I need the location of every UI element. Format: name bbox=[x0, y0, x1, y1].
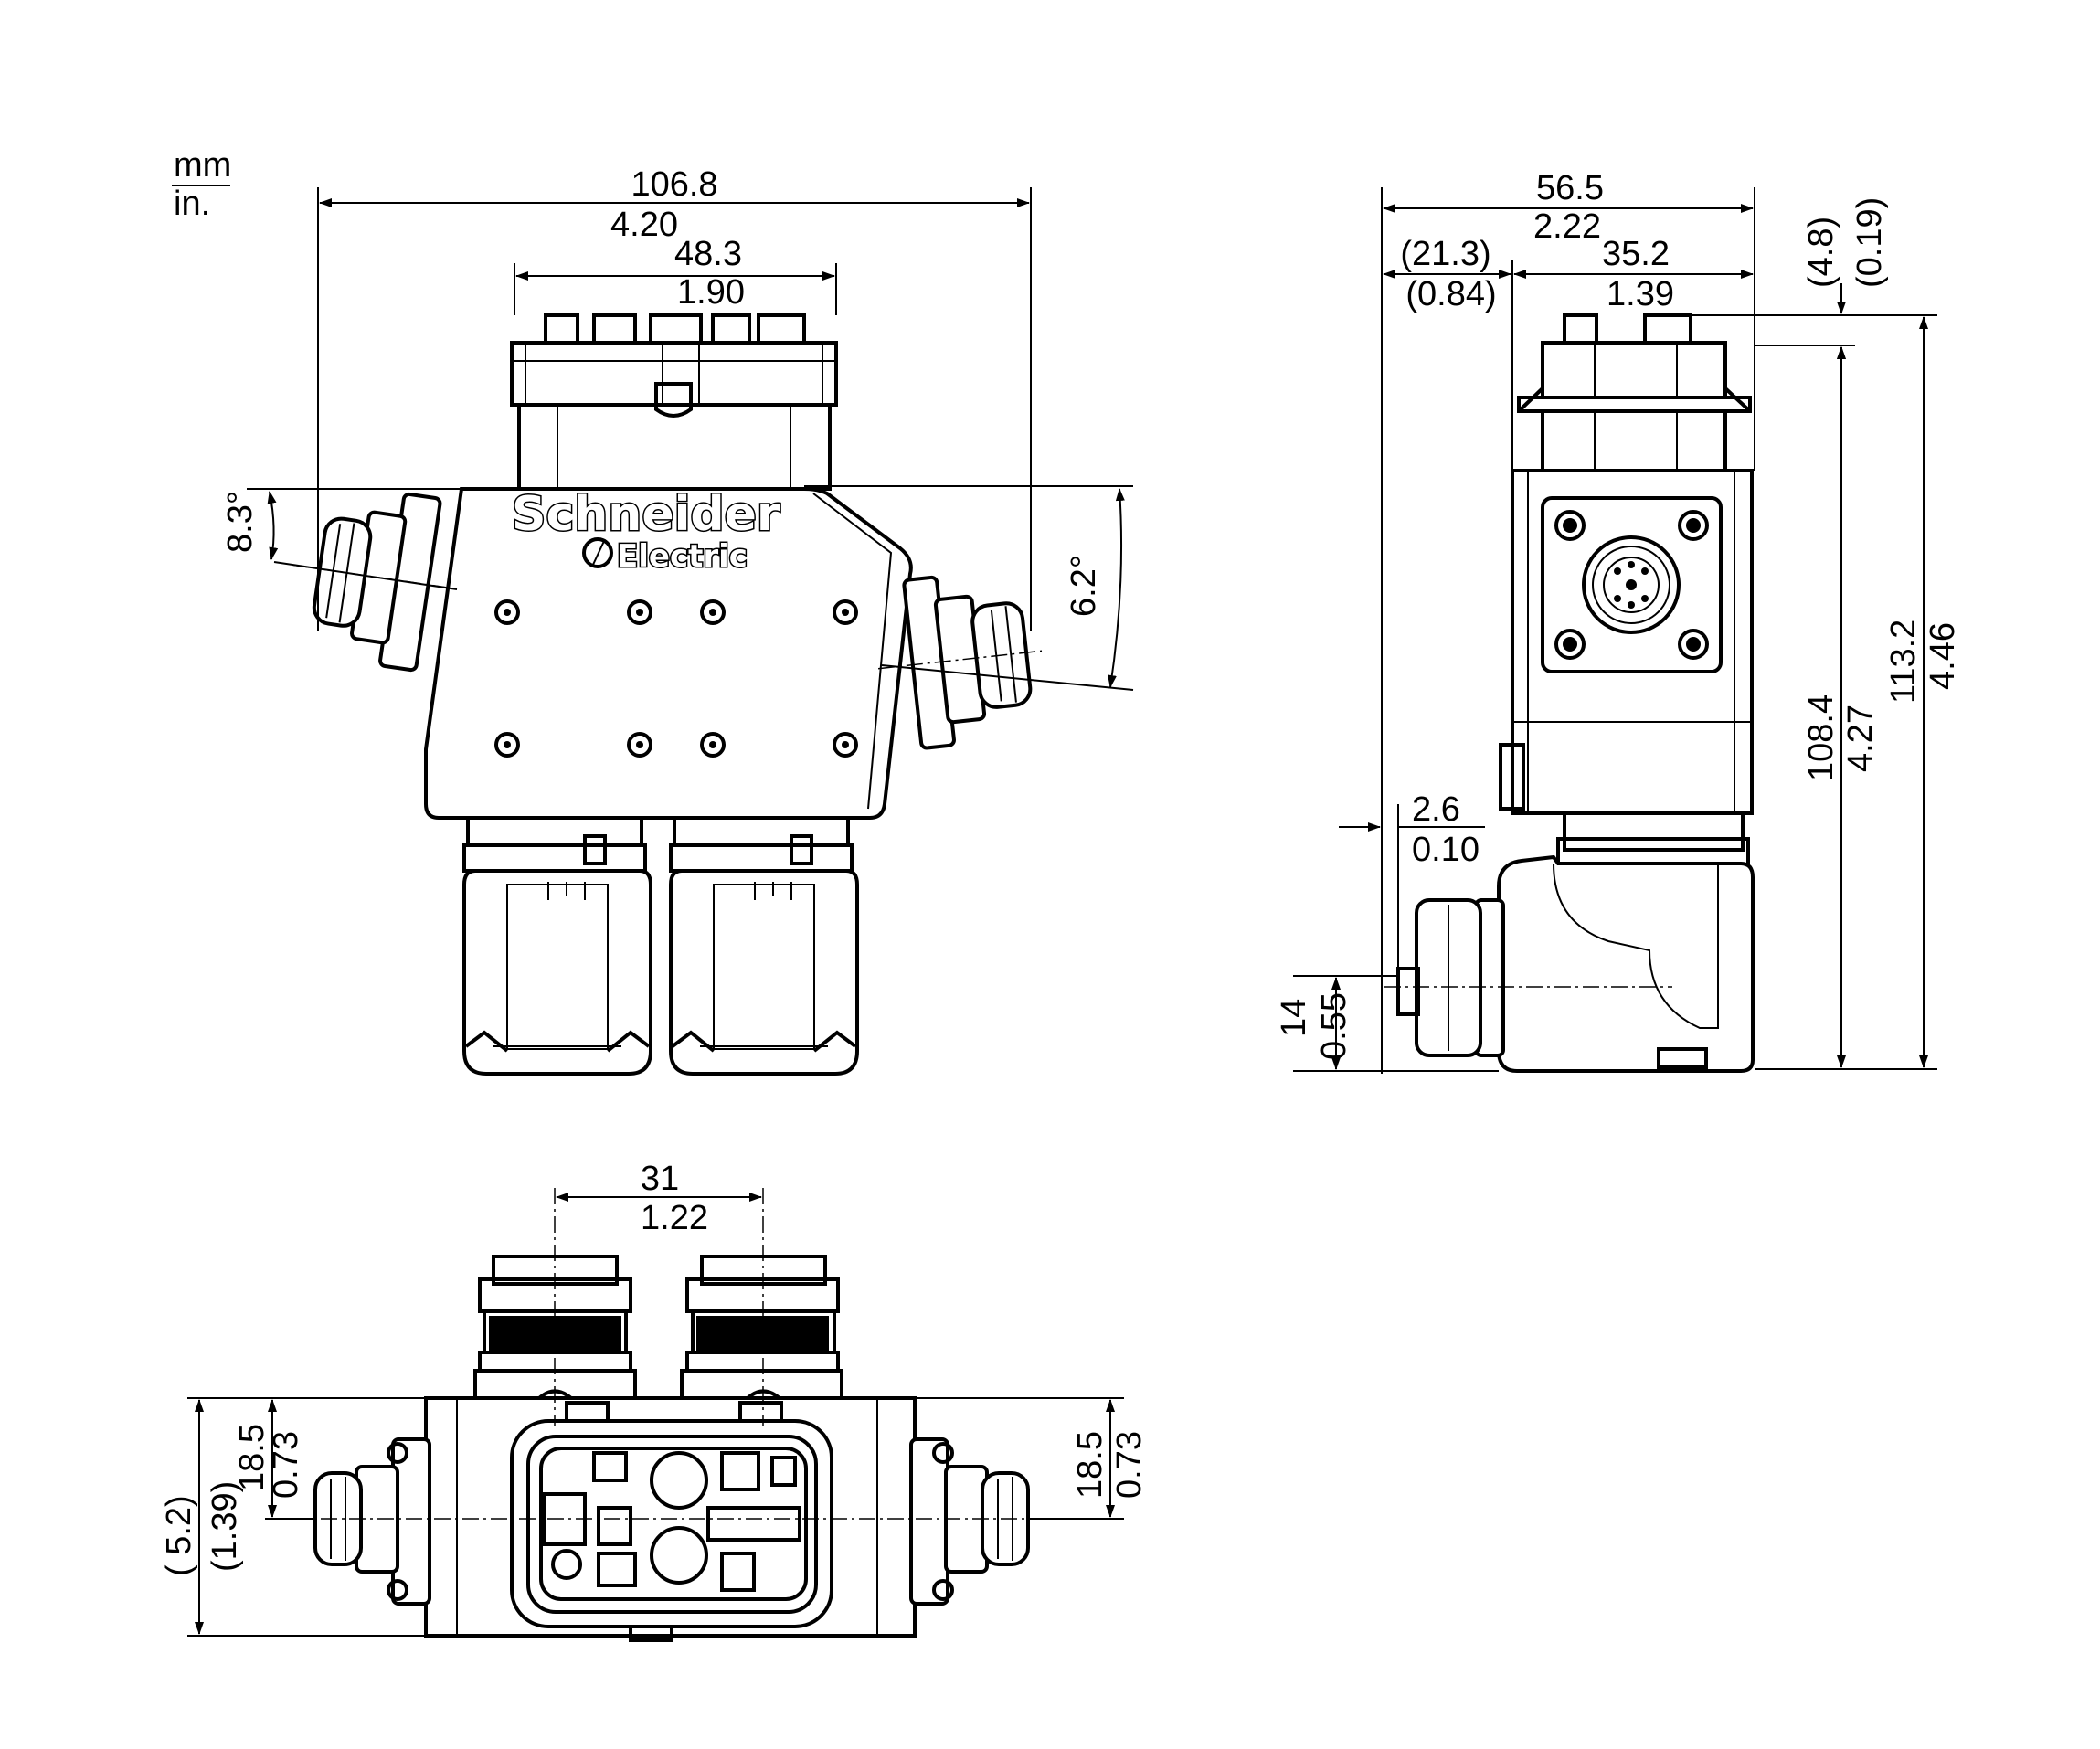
dim-side-connector-offset: 2.6 0.10 bbox=[1339, 790, 1485, 969]
units-legend: mm in. bbox=[172, 146, 231, 223]
bottom-view: 31 1.22 ( 5.2) (1.39) 18.5 0.73 18.5 0.7… bbox=[160, 1160, 1149, 1642]
screw-icon bbox=[1678, 629, 1709, 660]
dim-label-in: 1.39 bbox=[1607, 275, 1674, 313]
side-main-body bbox=[1511, 469, 1754, 815]
socket-pin-icon bbox=[720, 1552, 756, 1592]
socket-pin-icon bbox=[592, 1451, 628, 1482]
socket-round-pin-icon bbox=[650, 1526, 708, 1585]
mounting-holes bbox=[494, 599, 858, 758]
dim-front-right-angle: 6.2° bbox=[804, 485, 1134, 691]
socket-key-slot bbox=[706, 1506, 801, 1542]
right-side-connector bbox=[877, 575, 1043, 750]
dim-label-in: 4.20 bbox=[610, 206, 678, 244]
dim-side-body-height: 108.4 4.27 bbox=[1755, 346, 1937, 1070]
socket-pin-icon bbox=[551, 1549, 582, 1580]
side-view: 56.5 2.22 (21.3) (0.84) 35.2 1.39 (4.8) … bbox=[1275, 169, 1962, 1074]
main-body bbox=[424, 487, 913, 820]
logo-electric: Electric bbox=[617, 538, 748, 575]
elbow-connector bbox=[1497, 854, 1755, 1073]
side-top-flange bbox=[1517, 396, 1752, 413]
face-plate bbox=[1541, 496, 1723, 673]
dim-label-in: 4.27 bbox=[1841, 705, 1880, 772]
socket-pin-icon bbox=[720, 1451, 760, 1491]
dim-label-mm: 2.6 bbox=[1412, 790, 1460, 829]
dim-label-in: 2.22 bbox=[1533, 207, 1601, 246]
dim-label-mm: 48.3 bbox=[674, 235, 742, 273]
unit-in: in. bbox=[174, 185, 210, 223]
dim-label-mm: 106.8 bbox=[631, 165, 717, 204]
side-top-housing bbox=[1541, 341, 1727, 399]
unit-mm: mm bbox=[174, 146, 231, 185]
dim-label-in: 0.10 bbox=[1412, 831, 1480, 869]
screw-icon bbox=[1554, 629, 1586, 660]
dim-label-in: (0.19) bbox=[1851, 197, 1889, 288]
bottom-view-connector-right bbox=[680, 1255, 843, 1400]
top-connector-housing bbox=[510, 341, 838, 407]
top-pin-block bbox=[649, 313, 703, 344]
side-neck bbox=[1563, 811, 1745, 852]
bottom-view-side-connector-left bbox=[313, 1437, 431, 1606]
top-pin-block bbox=[757, 313, 806, 344]
top-pin-block bbox=[1563, 313, 1598, 344]
side-top-body bbox=[1541, 409, 1727, 472]
dim-bottom-connector-spacing: 31 1.22 bbox=[556, 1160, 762, 1237]
dim-label-mm: (4.8) bbox=[1802, 217, 1840, 288]
bottom-connector-left bbox=[462, 816, 652, 1076]
socket-pin-icon bbox=[597, 1552, 637, 1587]
dim-label-in: 1.90 bbox=[677, 273, 745, 312]
top-pin-block bbox=[592, 313, 637, 344]
dim-side-top-offset: (4.8) (0.19) bbox=[1691, 197, 1937, 379]
dim-side-connector-height: 14 0.55 bbox=[1275, 975, 1499, 1072]
angle-label: 8.3° bbox=[221, 491, 260, 553]
dim-label-in: 4.46 bbox=[1924, 622, 1962, 690]
dim-label-in: (0.84) bbox=[1405, 275, 1496, 313]
dim-label-mm: (21.3) bbox=[1400, 235, 1490, 273]
latch-tab bbox=[654, 382, 693, 418]
dim-side-overall-height: 113.2 4.46 bbox=[1884, 316, 1962, 1068]
dim-side-overall-width: 56.5 2.22 bbox=[1381, 169, 1755, 1074]
dim-label-mm: 14 bbox=[1275, 999, 1313, 1037]
front-view: Schneider Electric bbox=[221, 165, 1134, 1076]
side-clip bbox=[1499, 743, 1525, 811]
dim-bottom-left: ( 5.2) (1.39) 18.5 0.73 bbox=[160, 1397, 426, 1637]
top-pin-block bbox=[1643, 313, 1692, 344]
dim-label-in: 0.73 bbox=[267, 1431, 305, 1499]
dim-label-mm: 35.2 bbox=[1602, 235, 1670, 273]
release-latch bbox=[1657, 1047, 1708, 1069]
dim-label-mm: 56.5 bbox=[1536, 169, 1604, 207]
bottom-view-side-connector-right bbox=[909, 1437, 1030, 1606]
top-pin-block bbox=[711, 313, 751, 344]
dim-bottom-right: 18.5 0.73 bbox=[915, 1397, 1149, 1520]
screw-icon bbox=[1678, 510, 1709, 541]
dim-front-left-angle: 8.3° bbox=[221, 488, 461, 590]
logo-mark-icon bbox=[582, 537, 613, 568]
socket-round-pin-icon bbox=[650, 1451, 708, 1510]
side-ring-pin bbox=[1396, 967, 1420, 1016]
socket-inner bbox=[526, 1435, 818, 1614]
dim-front-overall-width: 106.8 4.20 bbox=[317, 165, 1032, 631]
dim-label-mm: 18.5 bbox=[1071, 1431, 1109, 1499]
dim-label-in: (1.39) bbox=[206, 1481, 244, 1572]
dim-label-mm: ( 5.2) bbox=[160, 1495, 198, 1576]
dim-label-mm: 18.5 bbox=[233, 1424, 271, 1491]
angle-label: 6.2° bbox=[1065, 555, 1103, 617]
dim-label-mm: 113.2 bbox=[1884, 620, 1923, 704]
socket-pin-icon bbox=[770, 1456, 797, 1487]
logo-schneider: Schneider bbox=[512, 487, 780, 542]
bottom-connector-right bbox=[669, 816, 859, 1076]
socket-pin-icon bbox=[597, 1506, 632, 1546]
dim-label-in: 0.73 bbox=[1110, 1431, 1149, 1499]
top-pin-block bbox=[544, 313, 579, 344]
dim-side-offsets: (21.3) (0.84) 35.2 1.39 bbox=[1383, 235, 1754, 471]
dim-label-in: 1.22 bbox=[641, 1199, 708, 1237]
dim-label-mm: 108.4 bbox=[1802, 694, 1840, 781]
screw-icon bbox=[1554, 510, 1586, 541]
brand-logo: Schneider Electric bbox=[511, 486, 782, 577]
round-connector-icon bbox=[1582, 535, 1681, 634]
dim-label-mm: 31 bbox=[641, 1160, 679, 1198]
dim-label-in: 0.55 bbox=[1315, 992, 1353, 1060]
dim-front-top-width: 48.3 1.90 bbox=[514, 235, 837, 315]
